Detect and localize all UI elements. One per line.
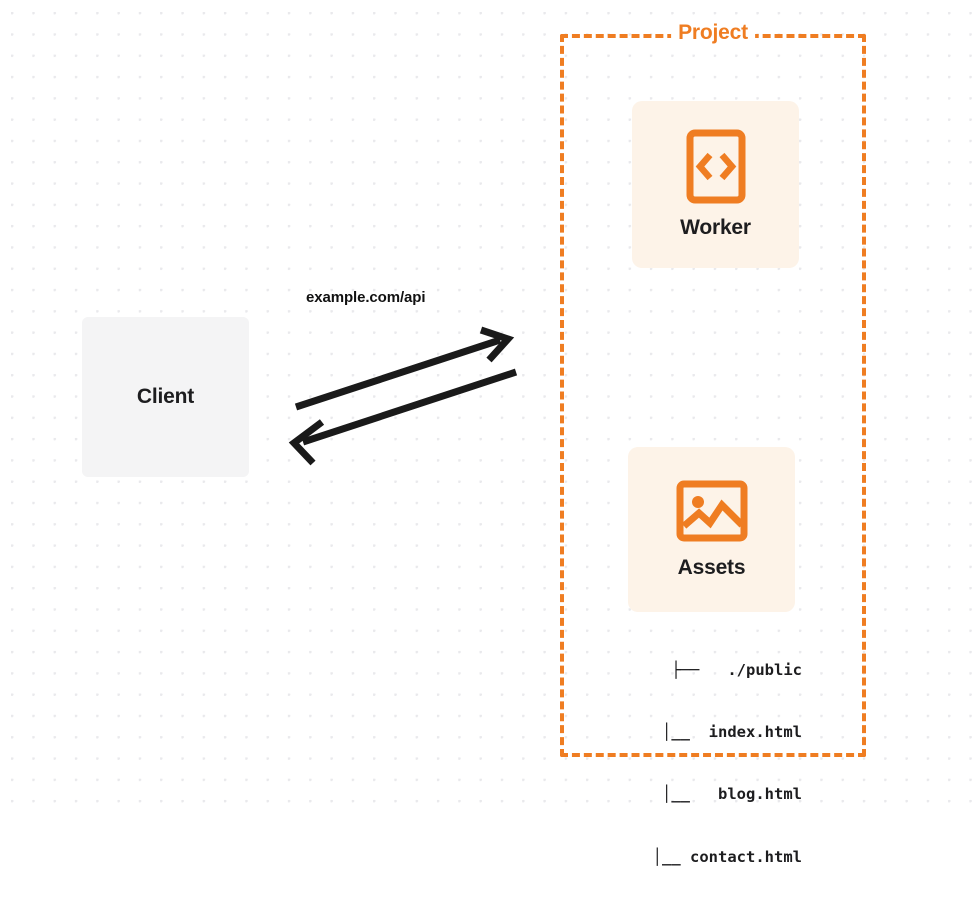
file-tree-line: │__ index.html [624, 722, 802, 741]
worker-card-label: Worker [680, 216, 751, 239]
file-tree-line: │__ contact.html [615, 847, 802, 866]
client-node-label: Client [136, 385, 195, 408]
assets-file-tree: ├── ./public │__ index.html │__ blog.htm… [610, 618, 802, 909]
project-container: Project Worker Assets [560, 21, 866, 866]
code-brackets-icon [686, 129, 746, 204]
response-arrow [288, 368, 518, 466]
file-tree-line: ├── ./public [671, 660, 802, 679]
request-arrow [294, 326, 515, 411]
project-title: Project [671, 21, 755, 45]
diagram-canvas: Client example.com/api Project Work [0, 0, 980, 866]
assets-card[interactable]: Assets [628, 447, 795, 612]
client-node[interactable]: Client [82, 317, 249, 477]
request-url-label: example.com/api [306, 289, 426, 306]
image-icon [676, 480, 748, 542]
assets-card-label: Assets [677, 555, 746, 579]
file-tree-line: │__ blog.html [624, 785, 802, 804]
worker-card[interactable]: Worker [632, 101, 799, 268]
